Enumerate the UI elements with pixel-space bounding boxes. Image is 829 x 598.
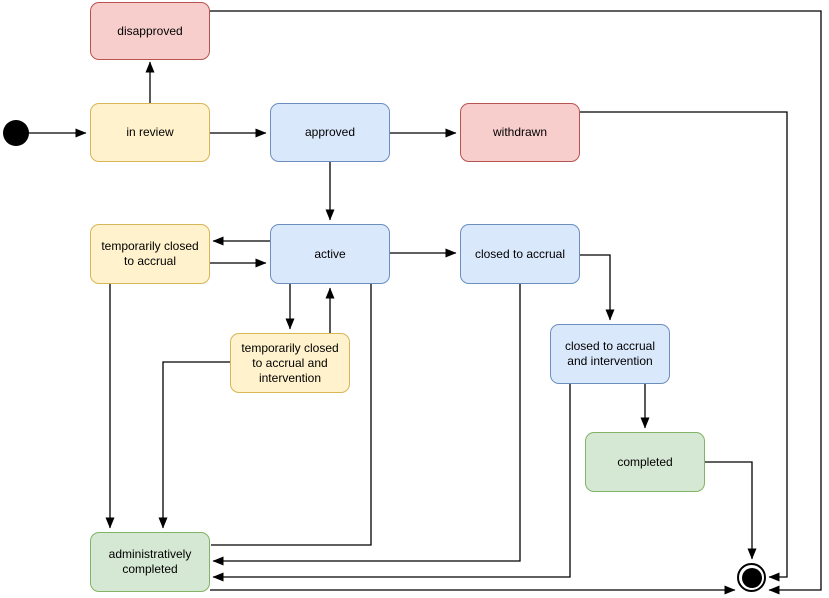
state-label-approved: approved	[304, 125, 356, 139]
state-label-completed: completed	[617, 454, 673, 469]
state-completed: completed	[585, 432, 705, 492]
state-in-review: in review	[90, 103, 210, 162]
state-withdrawn: withdrawn	[460, 103, 580, 162]
state-administratively-completed: administratively completed	[90, 532, 210, 592]
transition-closed-to-accrual-to-closed-to-accrual-and-intervention	[580, 254, 615, 321]
transition-closed-to-accrual-to-administratively-completed	[212, 284, 521, 566]
state-label-temporarily-closed-to-accrual: temporarily closed to accrual	[101, 239, 199, 268]
state-temporarily-closed-to-accrual: temporarily closed to accrual	[90, 224, 210, 284]
final-state-inner-dot	[741, 567, 762, 588]
state-label-closed-to-accrual-and-intervention: closed to accrual and intervention	[564, 339, 656, 368]
transition-active-to-administratively-completed	[211, 284, 372, 546]
state-closed-to-accrual: closed to accrual	[460, 224, 580, 284]
transition-completed-to-final	[705, 461, 757, 560]
initial-state-marker	[3, 120, 29, 146]
state-active: active	[270, 224, 390, 284]
state-label-administratively-completed: administratively completed	[108, 547, 192, 576]
state-label-withdrawn: withdrawn	[492, 125, 548, 139]
state-label-closed-to-accrual: closed to accrual	[474, 246, 566, 261]
transition-withdrawn-to-final	[580, 111, 788, 582]
state-disapproved: disapproved	[90, 2, 210, 60]
state-label-in-review: in review	[126, 125, 174, 139]
state-approved: approved	[270, 103, 390, 162]
state-label-disapproved: disapproved	[117, 23, 183, 38]
state-temporarily-closed-to-accrual-and-intervention: temporarily closed to accrual and interv…	[230, 333, 350, 393]
state-label-temporarily-closed-to-accrual-and-intervention: temporarily closed to accrual and interv…	[241, 340, 339, 385]
final-state-marker	[737, 563, 766, 592]
state-label-active: active	[314, 246, 346, 261]
state-closed-to-accrual-and-intervention: closed to accrual and intervention	[550, 324, 670, 384]
transition-disapproved-to-final	[210, 10, 822, 595]
transition-closed-to-accrual-and-intervention-to-administratively-completed	[212, 384, 571, 582]
transition-temporarily-closed-to-accrual-and-intervention-to-administratively-completed	[158, 361, 230, 529]
